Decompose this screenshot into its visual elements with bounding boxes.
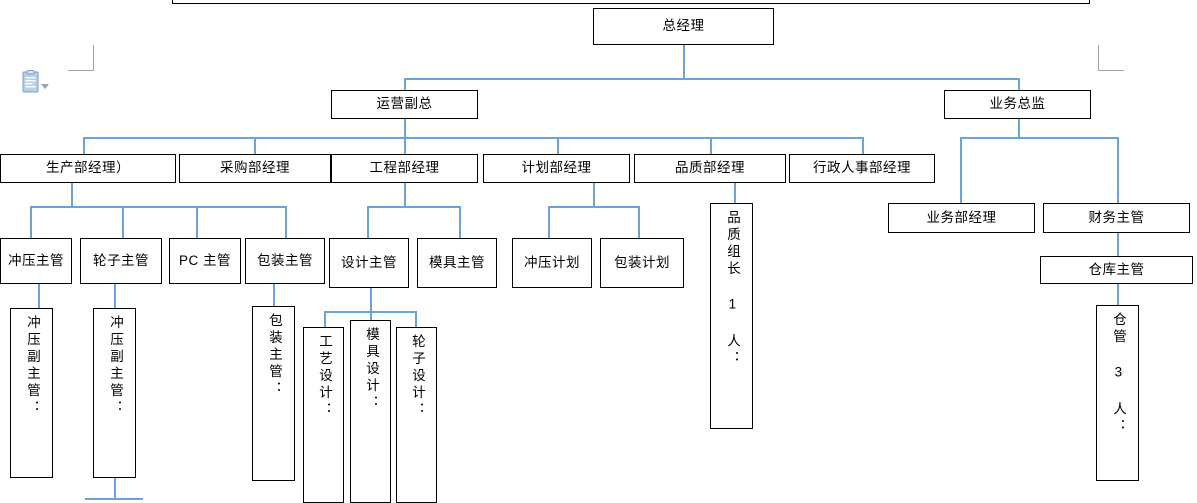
connector-pack-sup-down (273, 284, 275, 306)
connector-mold-sup-up (459, 206, 461, 238)
document-frame-top (172, 0, 1090, 4)
org-node-general-manager[interactable]: 总经理 (593, 8, 774, 45)
org-node-quality-group-leader[interactable]: 品质组长 1 人： (710, 203, 753, 429)
clipboard-paste-icon[interactable] (22, 70, 44, 94)
org-node-warehouse-keeper[interactable]: 仓管 3 人： (1096, 305, 1139, 481)
connector-design-sup-down (370, 288, 372, 311)
org-node-wheel-design[interactable]: 轮子设计： (396, 327, 437, 503)
page-margin-mark-top-right (1098, 45, 1124, 71)
connector-production-supervisor-bus (30, 206, 286, 208)
connector-stamp-deputy2-down (114, 478, 116, 500)
connector-prod-mgr-down (71, 183, 73, 206)
connector-planning-bus (548, 206, 639, 208)
org-node-planning-manager[interactable]: 计划部经理 (483, 154, 630, 183)
connector-quality-mgr-up (710, 137, 712, 154)
connector-bottom-clipped-bus (85, 498, 143, 500)
connector-stamp-sup-down (38, 284, 40, 308)
connector-stamp-sup-up (30, 206, 32, 238)
connector-wheel-sup-down (114, 284, 116, 308)
org-node-operations-vp[interactable]: 运营副总 (331, 90, 478, 119)
page-margin-mark-top-left (68, 45, 94, 71)
connector-design-sup-up (367, 206, 369, 238)
org-node-stamping-deputy-1[interactable]: 冲压副主管： (10, 308, 53, 478)
connector-engineering-bus (367, 206, 461, 208)
org-node-wheel-supervisor[interactable]: 轮子主管 (80, 238, 162, 284)
org-node-finance-supervisor[interactable]: 财务主管 (1043, 203, 1190, 233)
org-node-packaging-supervisor[interactable]: 包装主管 (245, 238, 325, 284)
org-node-business-director[interactable]: 业务总监 (944, 90, 1091, 119)
connector-quality-mgr-down (734, 183, 736, 203)
connector-eng-mgr-up (404, 137, 406, 154)
connector-stamp-plan-up (548, 206, 550, 238)
org-node-stamping-plan[interactable]: 冲压计划 (512, 238, 592, 288)
org-node-quality-manager[interactable]: 品质部经理 (634, 154, 786, 183)
connector-pc-sup-up (196, 206, 198, 238)
connector-ops-vp-up (404, 78, 406, 91)
org-node-sales-manager[interactable]: 业务部经理 (888, 203, 1035, 233)
connector-ops-vp-down (404, 117, 406, 137)
org-node-stamping-deputy-2[interactable]: 冲压副主管： (93, 308, 136, 478)
org-node-pc-supervisor[interactable]: PC 主管 (169, 238, 241, 284)
chevron-down-icon[interactable] (40, 78, 50, 89)
connector-finance-sup-up (1117, 137, 1119, 203)
connector-hr-mgr-up (862, 137, 864, 154)
org-node-warehouse-supervisor[interactable]: 仓库主管 (1040, 256, 1193, 284)
org-node-production-manager[interactable]: 生产部经理） (0, 154, 176, 183)
connector-biz-director-down (1018, 117, 1020, 137)
connector-gm-down (683, 45, 685, 78)
connector-prod-mgr-up (83, 137, 85, 154)
connector-sales-finance-bus (960, 137, 1118, 139)
connector-wheel-design-up (415, 311, 417, 327)
connector-sales-mgr-up (960, 137, 962, 203)
org-node-mold-supervisor[interactable]: 模具主管 (417, 238, 497, 288)
connector-plan-mgr-up (557, 137, 559, 154)
connector-biz-director-up (1018, 78, 1020, 91)
org-node-engineering-manager[interactable]: 工程部经理 (331, 154, 478, 183)
connector-wheel-sup-up (122, 206, 124, 238)
org-node-purchasing-manager[interactable]: 采购部经理 (179, 154, 331, 183)
connector-process-design-up (324, 311, 326, 327)
connector-finance-to-warehouse (1117, 233, 1119, 256)
connector-purchase-mgr-up (254, 137, 256, 154)
connector-pack-sup-up (285, 206, 287, 238)
org-node-design-supervisor[interactable]: 设计主管 (329, 238, 409, 288)
org-node-stamping-supervisor[interactable]: 冲压主管 (0, 238, 72, 284)
connector-pack-plan-up (638, 206, 640, 238)
connector-department-bus (83, 137, 863, 139)
connector-level2-bus (404, 78, 1019, 80)
connector-eng-mgr-down (404, 183, 406, 206)
org-node-packaging-supervisor-sub[interactable]: 包装主管： (252, 306, 295, 481)
org-node-hr-admin-manager[interactable]: 行政人事部经理 (789, 154, 935, 183)
org-node-process-design[interactable]: 工艺设计： (303, 327, 344, 503)
org-node-mold-design[interactable]: 模具设计： (350, 320, 391, 503)
connector-mold-design-up (370, 311, 372, 320)
org-node-packaging-plan[interactable]: 包装计划 (600, 238, 684, 288)
connector-warehouse-sup-down (1117, 284, 1119, 305)
connector-plan-mgr-down (593, 183, 595, 206)
